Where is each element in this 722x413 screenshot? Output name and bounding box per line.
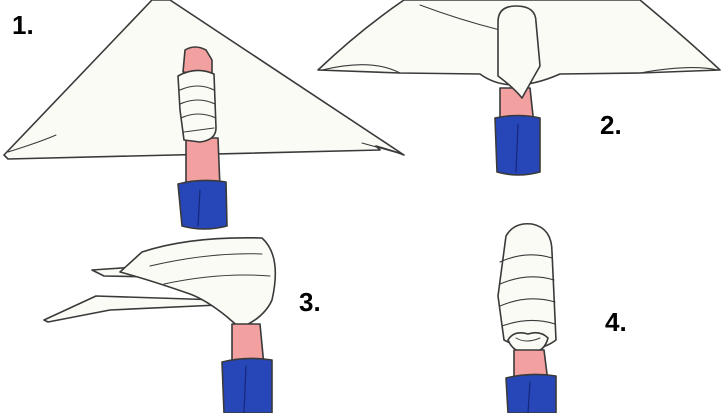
step-1-sleeve xyxy=(178,180,227,229)
step-1-number: 1. xyxy=(12,12,34,38)
step-4-wrapped-hand xyxy=(498,224,556,349)
step-3-illustration xyxy=(44,238,275,413)
step-1-wrapped-hand xyxy=(178,70,216,142)
step-3-folded-bandage xyxy=(120,238,275,328)
step-4-number: 4. xyxy=(605,309,627,335)
step-1-illustration xyxy=(4,0,404,229)
step-4-illustration xyxy=(498,224,556,413)
step-4-sleeve xyxy=(506,374,556,413)
step-3-number: 3. xyxy=(299,289,321,315)
step-2-number: 2. xyxy=(600,112,622,138)
step-3-sleeve xyxy=(222,358,272,413)
